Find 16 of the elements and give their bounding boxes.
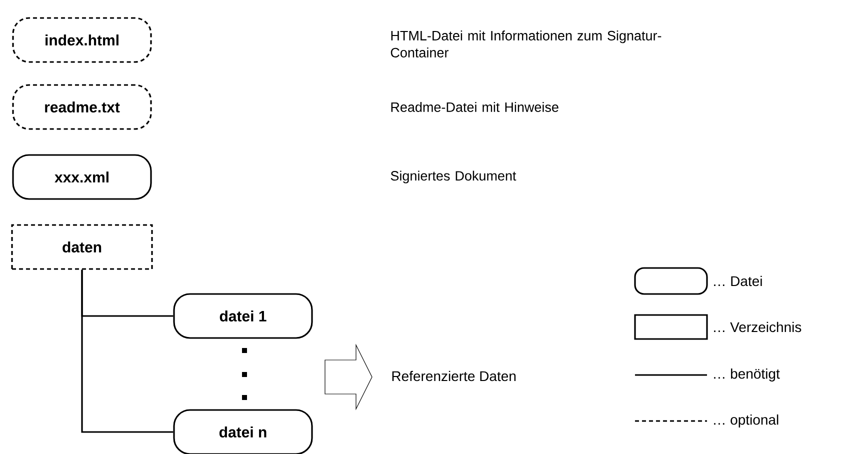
description-text: Signiertes Dokument xyxy=(390,170,516,184)
file-pill: datei n xyxy=(173,409,313,454)
legend-entry: … optional xyxy=(635,414,778,428)
description-text: Referenzierte Daten xyxy=(392,370,516,382)
legend-entry: … Verzeichnis xyxy=(634,314,802,340)
description-text: HTML-Datei mit Informationen zum Signatur-Container xyxy=(390,30,662,58)
tree-line xyxy=(81,270,174,433)
file-pill: xxx.xml xyxy=(12,154,152,200)
legend-entry: … Datei xyxy=(634,267,762,295)
block-arrow xyxy=(324,344,372,410)
file-pill: readme.txt xyxy=(12,84,152,130)
file-pill: index.html xyxy=(12,17,152,63)
description-text: Readme-Datei mit Hinweise xyxy=(391,102,558,112)
folder-box: daten xyxy=(11,224,153,270)
legend-entry: … benötigt xyxy=(635,368,780,382)
file-pill: datei 1 xyxy=(173,293,313,339)
